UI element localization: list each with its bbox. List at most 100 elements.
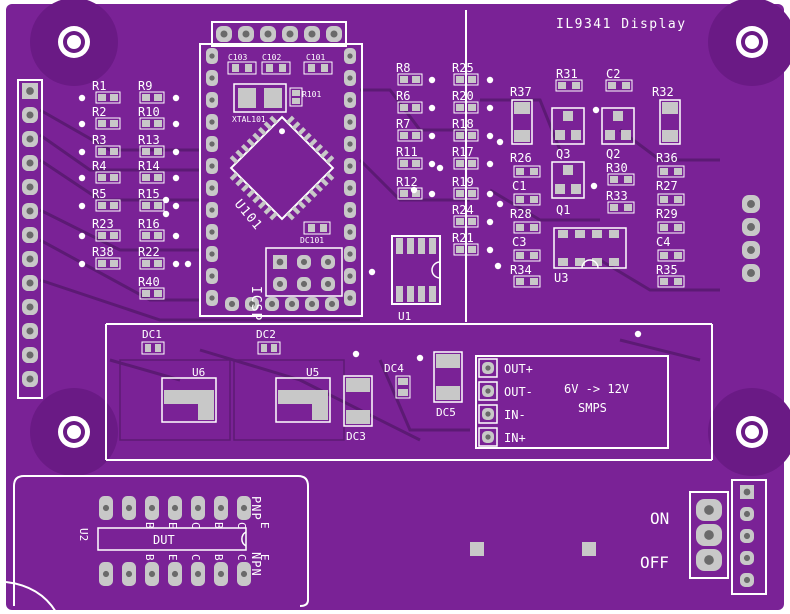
dc5-label: DC5	[436, 406, 456, 419]
dut-pin-top	[99, 496, 113, 520]
dut-pin-top	[191, 496, 205, 520]
r35-part	[657, 275, 685, 288]
right-display-header	[742, 195, 760, 282]
smps-pin-pad	[482, 362, 494, 374]
left-header-pin	[22, 347, 38, 363]
resistor-r4-label: R4	[92, 159, 106, 173]
u101-chip	[229, 115, 335, 221]
resistor-r11-label: R11	[396, 145, 418, 159]
r37-label: R37	[510, 85, 532, 99]
switch-header-pin	[740, 573, 754, 587]
r33-part	[607, 201, 635, 214]
mcu-left-pin	[206, 48, 218, 64]
r101-label: R101	[302, 90, 321, 99]
mount-hole-bl	[58, 416, 90, 448]
dc3-label: DC3	[346, 430, 366, 443]
resistor-r3: R3	[92, 133, 121, 158]
u1-label: U1	[398, 310, 411, 323]
display-header-pin	[742, 264, 760, 282]
r36-part	[657, 165, 685, 178]
left-header-pin	[22, 131, 38, 147]
resistor-r3-label: R3	[92, 133, 106, 147]
dc2-part: DC2	[256, 328, 281, 355]
mcu-top-pin	[216, 26, 232, 42]
left-header-pin	[22, 371, 38, 387]
q3-label: Q3	[556, 147, 570, 161]
dc5-part: DC5	[433, 351, 463, 419]
resistor-r8: R8	[396, 61, 423, 86]
display-header-pin	[742, 241, 760, 259]
resistor-r6: R6	[396, 89, 423, 114]
mcu-left-pin	[206, 158, 218, 174]
npn-label: NPN	[249, 552, 263, 577]
dut-pin-top	[168, 496, 182, 520]
mount-hole-br	[736, 416, 768, 448]
resistor-r13: R13	[138, 133, 165, 158]
c3-label: C3	[512, 235, 526, 249]
mcu-right-pin	[344, 136, 356, 152]
resistor-r17: R17	[452, 145, 479, 170]
r31-part	[555, 79, 583, 92]
display-header-pin	[742, 195, 760, 213]
r37-part	[511, 99, 533, 145]
resistor-r20-label: R20	[452, 89, 474, 103]
power-switch[interactable]: ON OFF	[640, 491, 729, 579]
xtal101-part: XTAL101	[232, 83, 287, 124]
resistor-r40-label: R40	[138, 275, 160, 289]
mcu-right-pin	[344, 268, 356, 284]
switch-header-pin	[740, 507, 754, 521]
switch-header-pin	[740, 485, 754, 499]
mcu-top-pin	[260, 26, 276, 42]
resistor-r40: R40	[138, 275, 165, 300]
resistor-r15: R15	[138, 187, 165, 212]
resistor-r25-label: R25	[452, 61, 474, 75]
dc3-part: DC3	[343, 375, 373, 443]
mcu-bottom-pin	[305, 297, 319, 311]
q3-part	[551, 107, 585, 145]
via	[428, 76, 436, 84]
dut-pin-label-bottom: E	[166, 554, 179, 561]
resistor-r12: R12	[396, 175, 423, 200]
mcu-block: ICSP C103 C102 C101 XTAL101 R101 U101 DC…	[199, 21, 363, 321]
dut-pin-bottom	[191, 562, 205, 586]
dut-pin-bottom	[99, 562, 113, 586]
mcu-left-pin	[206, 224, 218, 240]
smps-pin-2: OUT-	[478, 381, 533, 401]
smps-pin-4: IN+	[478, 427, 526, 447]
resistor-r12-label: R12	[396, 175, 418, 189]
smps-pin-label: OUT-	[504, 385, 533, 399]
dut-pin-top	[122, 496, 136, 520]
resistor-r4: R4	[92, 159, 121, 184]
via	[162, 196, 170, 204]
r29-label: R29	[656, 207, 678, 221]
via	[590, 182, 598, 190]
left-header-pin	[22, 203, 38, 219]
left-header-pin	[22, 83, 38, 99]
dc4-label: DC4	[384, 362, 404, 375]
icsp-label: ICSP	[248, 286, 263, 321]
mcu-bottom-pin	[265, 297, 279, 311]
mcu-right-pin	[344, 290, 356, 306]
dc1-label: DC1	[142, 328, 162, 341]
dut-pin-label-bottom: C	[189, 554, 202, 561]
u3-label: U3	[554, 271, 568, 285]
c4-label: C4	[656, 235, 670, 249]
mcu-right-pin	[344, 180, 356, 196]
silk-dividers	[105, 10, 713, 461]
c103-part: C103	[227, 53, 257, 75]
r30-part	[607, 173, 635, 186]
dc1-part: DC1	[141, 328, 165, 355]
dut-pin-label-top: E	[258, 522, 271, 529]
via	[78, 94, 86, 102]
vias	[162, 106, 642, 362]
dut-pin-bottom	[168, 562, 182, 586]
dut-body	[97, 527, 247, 551]
dut-pin-label-top: B	[143, 522, 156, 529]
via	[428, 104, 436, 112]
dc2-label: DC2	[256, 328, 276, 341]
resistor-r10: R10	[138, 105, 165, 130]
icsp-pin	[297, 277, 311, 291]
